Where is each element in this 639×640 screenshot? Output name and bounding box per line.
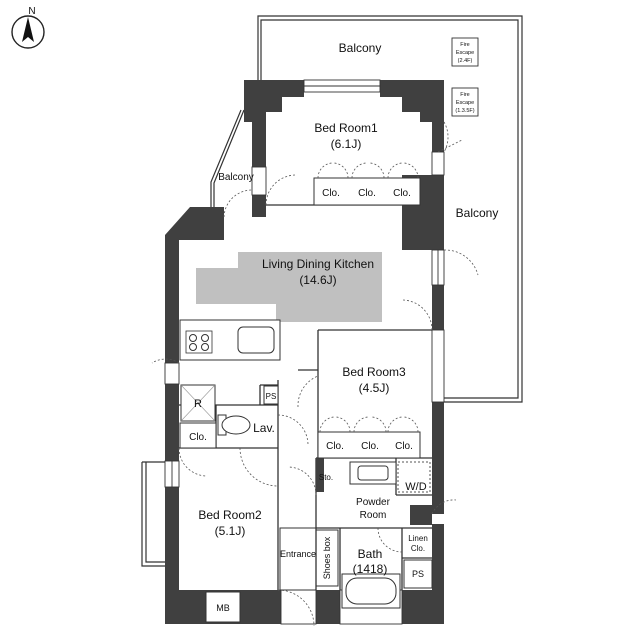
closet-label: Clo. <box>361 441 379 452</box>
bedroom3-name: Bed Room3 <box>342 365 406 379</box>
mb-label: MB <box>216 603 230 613</box>
bathtub-icon <box>341 573 401 609</box>
washer-space <box>397 461 431 493</box>
bedroom1-size: (6.1J) <box>331 137 362 151</box>
closet-label: Clo. <box>393 188 411 199</box>
closet-label: Clo. <box>395 441 413 452</box>
shoes-box-label: Shoes box <box>322 536 332 579</box>
bath-size: (1418) <box>353 562 388 576</box>
balcony-top-label: Balcony <box>339 41 382 55</box>
closet-label: Clo. <box>358 188 376 199</box>
fridge-label: R <box>194 398 202 410</box>
ps-upper-label: PS <box>266 392 277 401</box>
washbasin <box>349 461 397 485</box>
bedroom2-name: Bed Room2 <box>198 508 262 522</box>
bedroom1-name: Bed Room1 <box>314 121 378 135</box>
ldk-size: (14.6J) <box>299 273 336 287</box>
ps-frame-upper <box>263 385 279 405</box>
ldk-name: Living Dining Kitchen <box>262 257 374 271</box>
balcony-left-label: Balcony <box>218 172 254 183</box>
bath-name: Bath <box>358 547 383 561</box>
ldk-shade <box>196 252 382 322</box>
closet-label: Clo. <box>189 432 207 443</box>
refrigerator <box>180 384 216 422</box>
powder-line2: Room <box>360 510 387 521</box>
ps-frame-lower <box>403 559 433 589</box>
entrance-frame <box>279 527 317 591</box>
fire-escape-2-line3: (1.3.5F) <box>455 108 474 114</box>
balcony-right-label: Balcony <box>456 206 499 220</box>
lav-label: Lav. <box>253 421 275 435</box>
linen-line2: Clo. <box>411 544 425 553</box>
door-swings <box>151 121 479 627</box>
north-arrow-icon <box>11 15 45 49</box>
sto-label: Sto. <box>319 473 333 482</box>
closet-frames <box>179 177 421 459</box>
toilet-icon <box>217 414 251 436</box>
closet-label: Clo. <box>322 188 340 199</box>
fire-escape-hatches <box>451 37 479 117</box>
fire-escape-1-line2: Escape <box>456 50 474 56</box>
fire-escape-1-line1: Fire <box>460 42 469 48</box>
closet-label: Clo. <box>326 441 344 452</box>
balcony-railing <box>141 15 523 567</box>
mb-frame <box>205 591 241 623</box>
fire-escape-2-line1: Fire <box>460 92 469 98</box>
north-label: N <box>28 6 35 17</box>
kitchen-counter <box>179 319 281 361</box>
bedroom3-size: (4.5J) <box>359 381 390 395</box>
ps-lower-label: PS <box>412 569 424 579</box>
bedroom2-size: (5.1J) <box>215 524 246 538</box>
fire-escape-1-line3: (2.4F) <box>458 58 473 64</box>
fire-escape-2-line2: Escape <box>456 100 474 106</box>
powder-line1: Powder <box>356 497 391 508</box>
linen-line1: Linen <box>408 534 428 543</box>
entrance-label: Entrance <box>280 549 316 559</box>
wd-label: W/D <box>405 481 426 493</box>
